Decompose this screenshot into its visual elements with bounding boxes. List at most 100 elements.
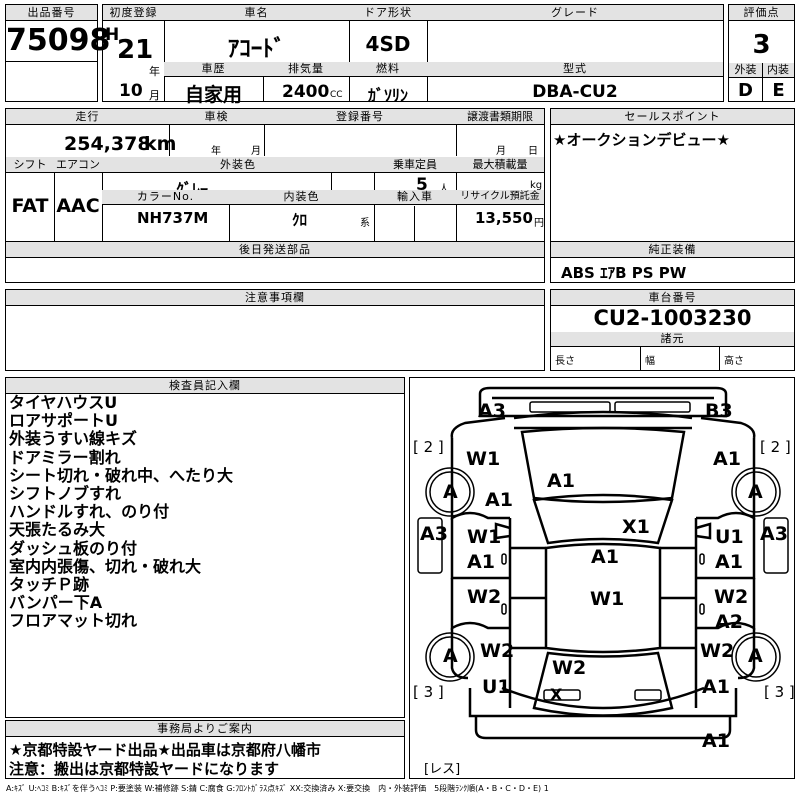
lot-label: 出品番号 [6,5,97,21]
chassis-label: 車台番号 [551,290,794,306]
first-reg-month: 10 [119,81,143,101]
later-parts-label: 後日発送部品 [6,242,544,258]
sales-point-label: セールスポイント [551,109,794,125]
damage-a2-rear-door-right: A2 [715,611,743,633]
month-unit: 月 [149,89,160,102]
office-box: 事務局よりご案内 ★京都特設ヤード出品★出品車は京都府八幡市 注意：搬出は京都特… [5,720,405,779]
note-item: 外装うすい線キズ [9,429,138,449]
inspection-label: 車検 [169,109,264,125]
note-item: ドアミラー割れ [9,447,121,467]
fuel-value: ｶﾞｿﾘﾝ [367,86,408,105]
bracket-front-left: [ 2 ] [413,438,444,456]
insp-month-unit: 月 [251,146,261,157]
shift-label: シフト [6,157,54,173]
caution-label: 注意事項欄 [6,290,544,306]
bracket-rear-right: [ 3 ] [764,683,795,701]
aircon-value: AAC [56,195,100,217]
equipment-label: 純正装備 [551,242,794,258]
bracket-rear-left: [ 3 ] [413,683,444,701]
score-value: 3 [752,30,771,60]
aircon-label: エアコン [54,157,102,173]
legend: A:ｷｽﾞ U:ﾍｺﾐ B:ｷｽﾞを伴うﾍｺﾐ P:要塗装 W:補修跡 S:錆 … [6,784,549,793]
damage-a3-left: A3 [420,523,448,545]
bracket-front-right: [ 2 ] [760,438,791,456]
damage-w2-rear-door-right: W2 [714,586,749,608]
damage-a1-front-door-right: A1 [715,551,743,573]
office-label: 事務局よりご案内 [6,721,404,737]
first-reg-year: 21 [117,35,154,65]
first-reg-label: 初度登録 [103,5,164,21]
inspector-label: 検査員記入欄 [6,378,404,394]
transfer-label: 譲渡書類期限 [456,109,544,125]
damage-a1-rear-bottom: A1 [702,730,730,752]
recycle-label: リサイクル預託金 [456,190,544,205]
transfer-month-unit: 月 [496,146,506,157]
damage-u1-rear-left: U1 [482,676,511,698]
vehicle-box: 初度登録 車名 ドア形状 グレード H 21 年 10 月 ｱｺｰﾄﾞ 4SD … [102,4,724,106]
damage-b3-front-right: B3 [705,400,733,422]
damage-a1-front-door-left: A1 [467,551,495,573]
note-item: シート切れ・破れ中、へたり大 [9,465,234,485]
recycle-unit: 円 [534,218,544,229]
note-item: ダッシュ板のり付 [9,538,138,558]
width-label: 幅 [645,356,655,367]
mileage-unit: km [144,133,177,155]
damage-w1-front-left-fender: W1 [466,448,501,470]
max-load-unit: kg [530,180,543,191]
door-label: ドア形状 [349,5,427,21]
note-item: 室内内張傷、切れ・破れ大 [9,556,202,576]
era: H [105,25,120,45]
damage-w1-roof: W1 [590,588,625,610]
color-no-value: NH737M [137,209,209,227]
damage-w2-rear-left-fender: W2 [480,640,515,662]
lot-box: 出品番号 75098 [5,4,110,102]
damage-diagram: [ 2 ] [ 2 ] [ 3 ] [ 3 ] [レス] A3 B3 W1 A1… [409,377,795,779]
damage-tire-rear-left: A [443,645,458,667]
displacement-unit: CC [330,90,343,100]
chassis-number: CU2-1003230 [593,306,752,330]
int-color-value: ｸﾛ [292,211,308,229]
inspector-notes: タイヤハウスU ロアサポートU 外装うすい線キズ ドアミラー割れ シート切れ・破… [9,393,234,631]
damage-w2-rear-door-left: W2 [467,586,502,608]
damage-a1-left-hood: A1 [485,489,513,511]
damage-tire-front-right: A [748,481,763,503]
les-label: [レス] [424,762,461,777]
height-label: 高さ [724,356,744,367]
color-no-label: カラーNo. [102,190,229,205]
damage-a1-front-right-fender: A1 [713,448,741,470]
capacity-label: 乗車定員 [374,157,456,173]
recycle-value: 13,550 [475,209,533,227]
insp-year-unit: 年 [211,146,221,157]
sales-point-box: セールスポイント ★オークションデビュー★ [550,108,795,242]
note-item: ロアサポートU [9,411,118,431]
capacity-unit: 人 [439,180,449,195]
damage-tire-front-left: A [443,481,458,503]
mileage-label: 走行 [6,109,169,125]
int-color-unit: 系 [360,218,370,229]
score-box: 評価点 3 外装 内装 D E [728,4,795,102]
caution-box: 注意事項欄 [5,289,545,371]
model-label: 型式 [427,62,723,77]
note-item: フロアマット切れ [9,611,138,631]
note-item: バンパー下A [9,593,103,613]
max-load-label: 最大積載量 [456,157,544,173]
length-label: 長さ [555,356,575,367]
damage-w1-front-door-left: W1 [467,526,502,548]
note-item: タッチＰ跡 [9,575,90,595]
int-score-label: 内装 [762,63,794,78]
int-score: E [772,80,785,101]
door-type: 4SD [365,32,411,56]
damage-a1-roof: A1 [591,546,619,568]
shift-value: FAT [11,195,49,217]
int-color-label: 内装色 [229,190,374,205]
year-unit: 年 [149,65,160,78]
note-item: ハンドルすれ、のり付 [9,502,170,522]
transfer-day-unit: 日 [528,146,538,157]
note-item: タイヤハウスU [9,393,118,412]
office-line-2: 注意：搬出は京都特設ヤードになります [9,760,280,778]
damage-u1-front-door-right: U1 [715,526,744,548]
history-label: 車歴 [164,62,263,77]
car-outline [417,386,789,740]
inspector-box: 検査員記入欄 タイヤハウスU ロアサポートU 外装うすい線キズ ドアミラー割れ … [5,377,405,718]
reg-no-label: 登録番号 [264,109,456,125]
